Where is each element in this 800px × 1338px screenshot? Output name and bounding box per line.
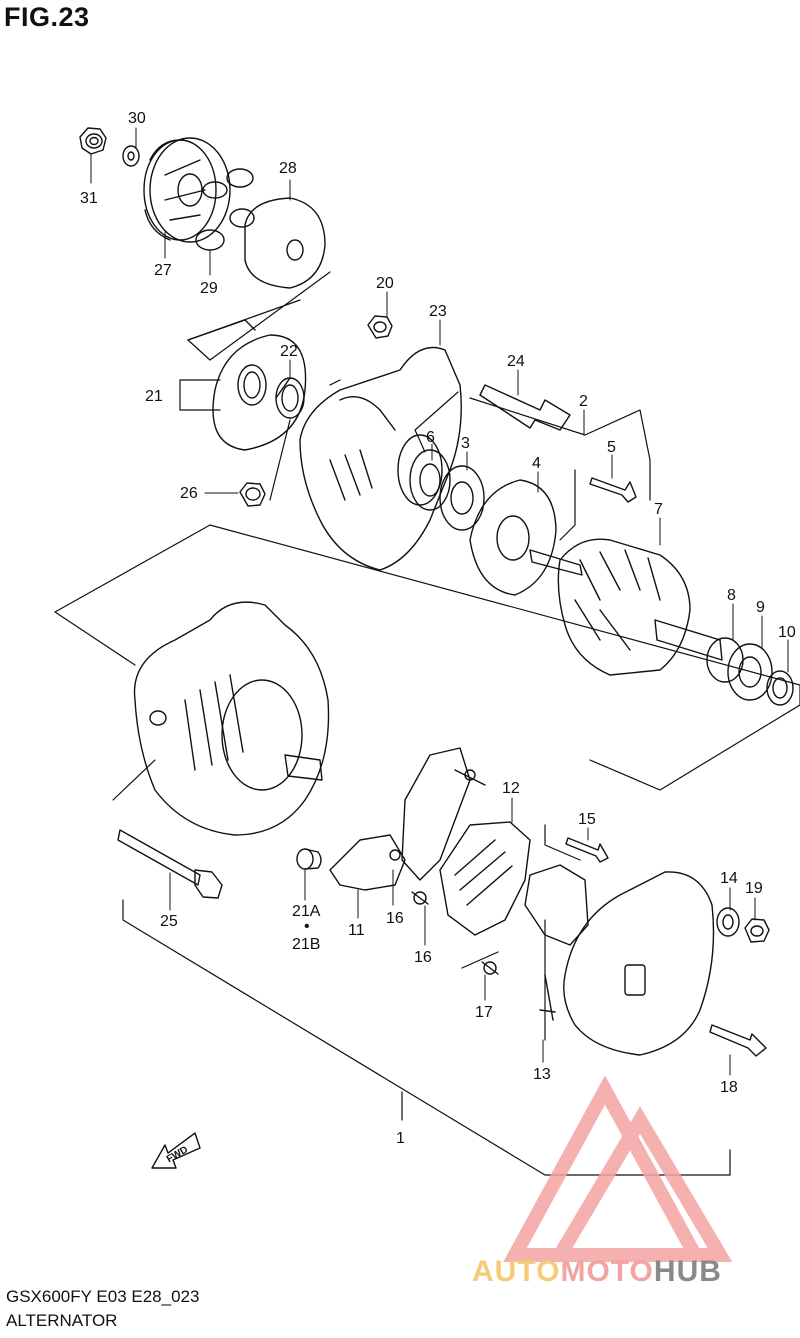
callout-23: 23 xyxy=(429,303,447,320)
callout-21-dot: • xyxy=(304,918,310,935)
terminal-11 xyxy=(329,834,406,891)
screw-17 xyxy=(481,961,499,975)
callout-21a: 21A xyxy=(292,903,321,920)
brush-holder-13 xyxy=(524,864,589,1021)
screw-16 xyxy=(411,891,429,905)
watermark-moto: MOTO xyxy=(560,1255,654,1288)
callout-3: 3 xyxy=(461,435,470,452)
bolt-24 xyxy=(479,384,571,431)
callout-29: 29 xyxy=(200,280,218,297)
callout-8: 8 xyxy=(727,587,736,604)
leader-lines xyxy=(90,127,789,1076)
watermark-text: AUTOMOTOHUB xyxy=(472,1255,722,1289)
ring-10 xyxy=(766,670,794,706)
callout-12: 12 xyxy=(502,780,520,797)
insulator-14 xyxy=(716,907,740,937)
screw-15 xyxy=(565,837,609,863)
callout-6: 6 xyxy=(426,429,435,446)
callout-9: 9 xyxy=(756,599,765,616)
fwd-label: FWD xyxy=(165,1144,190,1165)
callout-16a: 16 xyxy=(386,910,404,927)
oil-seal-22 xyxy=(275,377,305,419)
bolt-18 xyxy=(709,1024,767,1057)
callout-11: 11 xyxy=(348,922,365,939)
cap-28 xyxy=(244,197,326,289)
rotor-7 xyxy=(529,538,691,676)
callout-20: 20 xyxy=(376,275,394,292)
bolt-25 xyxy=(117,829,223,899)
callout-5: 5 xyxy=(607,439,616,456)
rear-cover xyxy=(563,871,715,1056)
watermark-auto: AUTO xyxy=(472,1255,561,1288)
retainer-4 xyxy=(469,479,557,596)
callout-2: 2 xyxy=(579,393,588,410)
screw-5 xyxy=(589,477,637,503)
callout-18: 18 xyxy=(720,1079,738,1096)
coupling-27 xyxy=(143,137,231,243)
callout-27: 27 xyxy=(154,262,172,279)
nut-20 xyxy=(367,315,393,339)
callout-21: 21 xyxy=(145,388,163,405)
callout-1: 1 xyxy=(396,1130,405,1147)
callout-17: 17 xyxy=(475,1004,493,1021)
callout-22: 22 xyxy=(280,343,298,360)
spacer-21a xyxy=(296,848,322,870)
watermark-logo-icon xyxy=(503,1075,733,1262)
grouping-lines xyxy=(54,271,800,1176)
callout-21b: 21B xyxy=(292,936,320,953)
alternator-assembly xyxy=(133,601,330,836)
callout-15: 15 xyxy=(578,811,596,828)
callout-25: 25 xyxy=(160,913,178,930)
front-housing-23 xyxy=(299,346,462,571)
callout-30: 30 xyxy=(128,110,146,127)
callout-24: 24 xyxy=(507,353,525,370)
rectifier-unit xyxy=(401,747,486,881)
bearing-6 xyxy=(409,449,451,511)
nut-19 xyxy=(744,918,770,943)
callout-13: 13 xyxy=(533,1066,551,1083)
callout-7: 7 xyxy=(654,501,663,518)
callout-31: 31 xyxy=(80,190,98,207)
watermark-hub: HUB xyxy=(653,1255,722,1288)
figure-model-code: GSX600FY E03 E28_023 xyxy=(6,1287,200,1306)
callout-19: 19 xyxy=(745,880,763,897)
nut-31 xyxy=(79,127,107,155)
callout-16b: 16 xyxy=(414,949,432,966)
callout-10: 10 xyxy=(778,624,796,641)
callout-28: 28 xyxy=(279,160,297,177)
figure-title: FIG.23 xyxy=(4,2,90,32)
shaft-8 xyxy=(654,619,744,683)
callout-4: 4 xyxy=(532,455,541,472)
fwd-arrow xyxy=(151,1132,201,1169)
callout-14: 14 xyxy=(720,870,738,887)
bearing-3 xyxy=(439,465,485,531)
figure-name: ALTERNATOR xyxy=(6,1311,118,1330)
regulator-12 xyxy=(439,821,531,936)
washer-30 xyxy=(122,145,140,167)
callout-labels: 31 30 27 29 28 20 23 24 22 21 26 2 6 3 4… xyxy=(80,110,796,1165)
damper-29 xyxy=(195,168,255,251)
nut-26 xyxy=(239,482,266,507)
bearing-9 xyxy=(727,643,773,701)
callout-26: 26 xyxy=(180,485,198,502)
